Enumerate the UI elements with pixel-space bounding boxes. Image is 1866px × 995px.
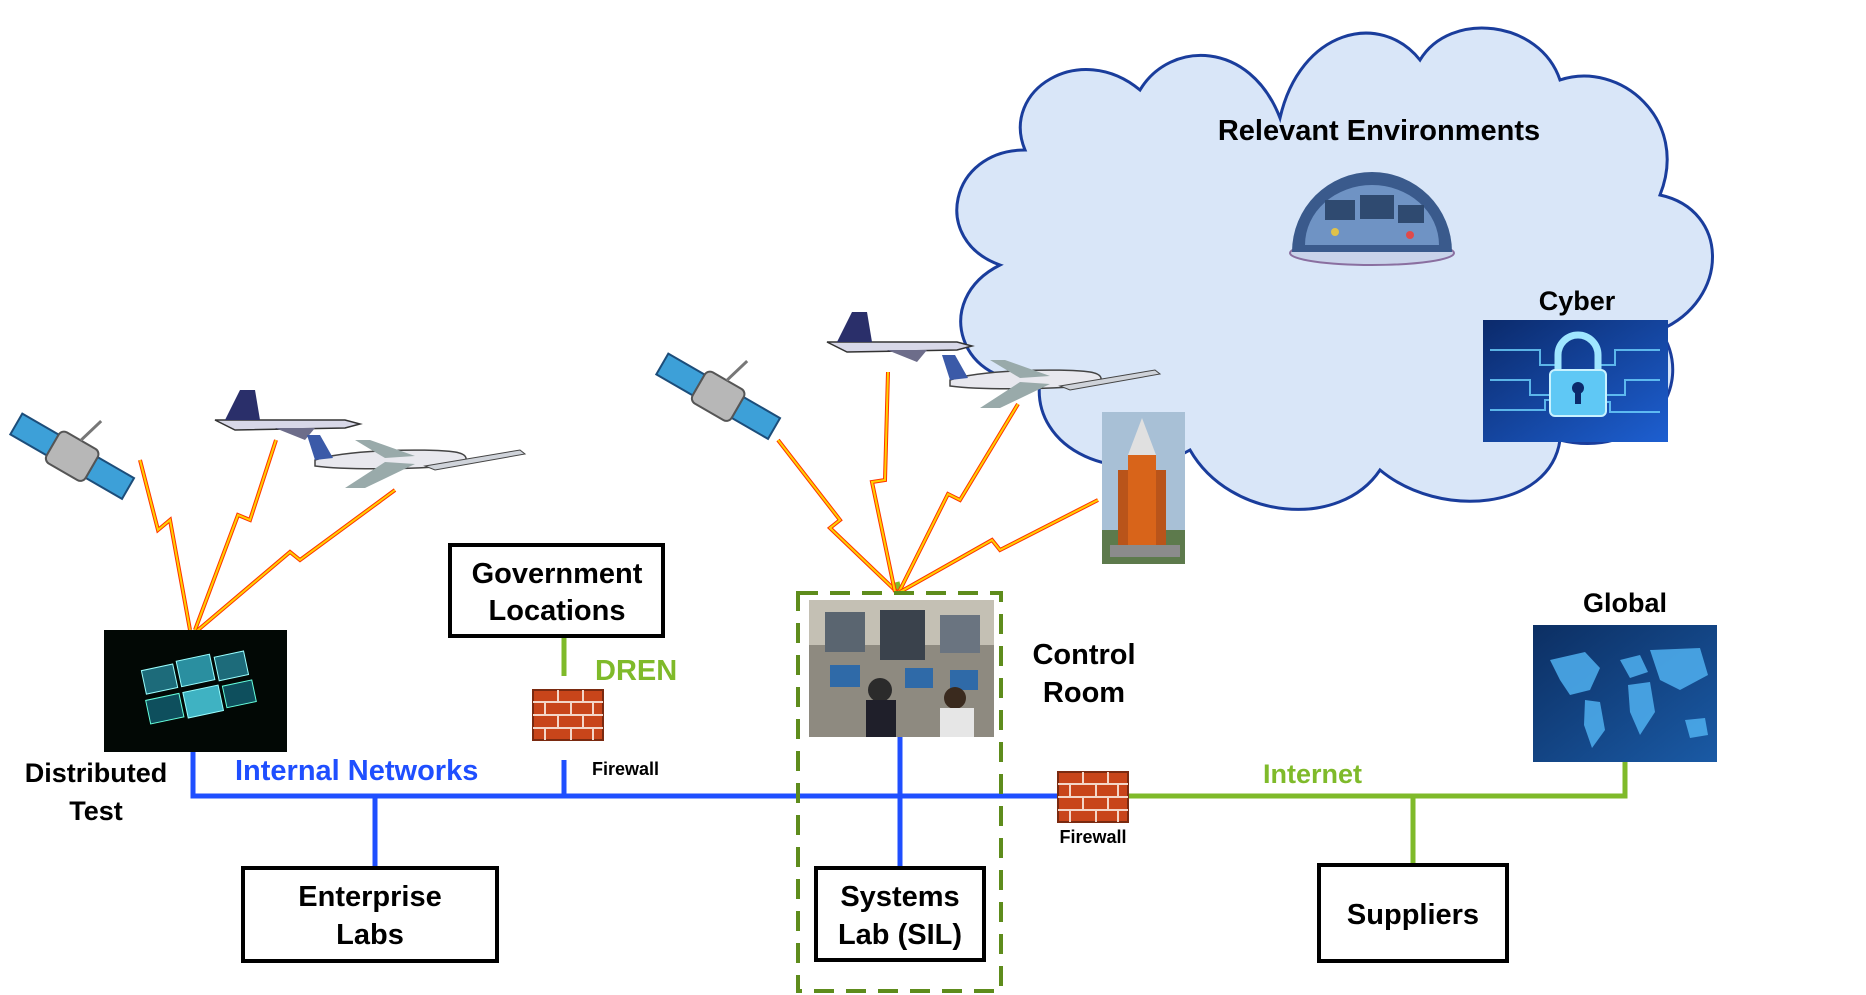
airliner-icon: [307, 435, 527, 488]
satellite-icon: [8, 412, 136, 501]
rocket-launch-image: [1102, 412, 1185, 564]
cyber-label: Cyber: [1539, 286, 1616, 316]
firewall-1-label: Firewall: [592, 759, 659, 779]
distributed-test-label-line2: Test: [69, 796, 123, 826]
brick-firewall-icon: [532, 689, 604, 741]
radio-signal-icon: [776, 371, 1099, 594]
dren-label: DREN: [595, 655, 677, 687]
systems-lab-label-line2: Lab (SIL): [838, 919, 962, 951]
government-locations-label-line2: Locations: [489, 595, 626, 627]
government-locations-box: [448, 543, 665, 638]
internal-network-lines: [190, 720, 1062, 868]
brick-firewall-icon: [1057, 771, 1129, 823]
world-map-icon: [1533, 625, 1717, 762]
internal-networks-label: Internal Networks: [235, 755, 478, 787]
cyber-padlock-image: [1483, 320, 1668, 442]
control-room-label-line1: Control: [1032, 639, 1135, 671]
fighter-jet-icon: [214, 390, 363, 440]
global-label: Global: [1583, 588, 1667, 618]
cloud-title: Relevant Environments: [1218, 115, 1540, 147]
enterprise-labs-box: [241, 866, 499, 963]
systems-lab-label-line1: Systems: [840, 881, 959, 913]
control-room-label-line2: Room: [1043, 677, 1125, 709]
satellite-icon: [654, 352, 782, 441]
suppliers-label: Suppliers: [1347, 899, 1479, 931]
systems-lab-box: [814, 866, 986, 962]
government-locations-label-line1: Government: [472, 558, 643, 590]
enterprise-labs-label-line2: Labs: [336, 919, 404, 951]
control-room-photo: [809, 600, 994, 737]
internet-label: Internet: [1263, 759, 1362, 789]
enterprise-labs-label-line1: Enterprise: [298, 881, 441, 913]
radio-signal-icon: [138, 439, 397, 632]
fighter-jet-icon: [826, 312, 975, 362]
firewall-2-label: Firewall: [1059, 827, 1126, 847]
relevant-environments-dome-image: [1289, 172, 1455, 266]
airliner-icon: [942, 355, 1162, 408]
distributed-test-display-image: [104, 630, 287, 752]
distributed-test-label-line1: Distributed: [25, 758, 168, 788]
external-network-lines: [561, 581, 1628, 865]
control-room-group-boundary: [796, 591, 1003, 993]
suppliers-box: [1317, 863, 1509, 963]
